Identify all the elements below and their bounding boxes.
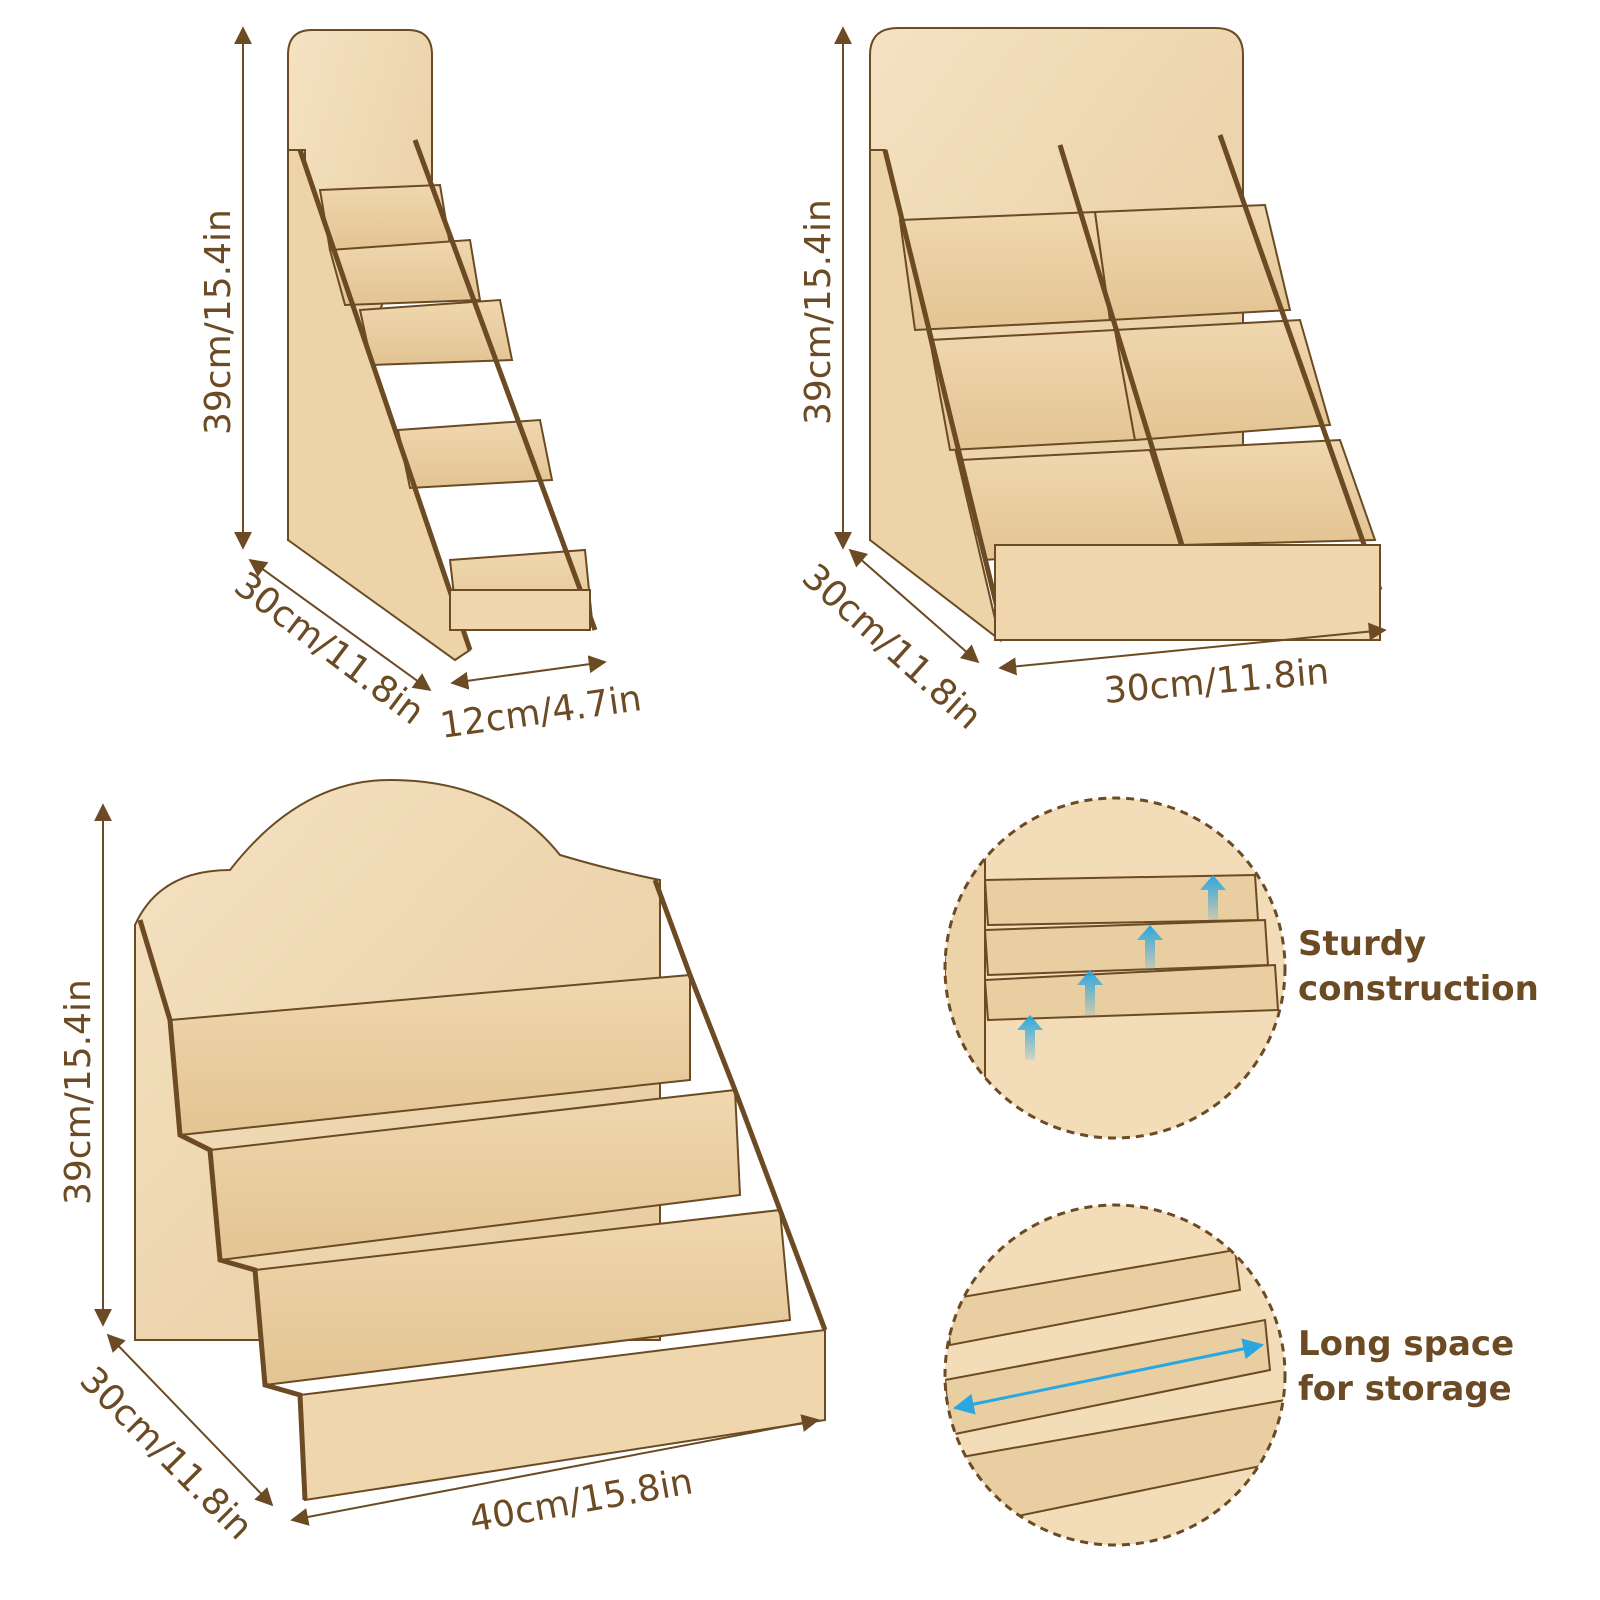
up-arrow-icon <box>1017 875 1226 1060</box>
product-two-column-4-tier <box>869 27 1383 643</box>
dimension-lines <box>94 26 1387 1526</box>
height-label-3: 39cm/15.4in <box>58 979 99 1205</box>
callout-long-space-line1: Long space <box>1298 1324 1514 1364</box>
double-arrow-icon <box>952 1338 1265 1415</box>
height-label-2: 39cm/15.4in <box>798 199 839 425</box>
width-label-3: 40cm/15.8in <box>466 1461 695 1541</box>
callout-sturdy-image <box>945 798 1285 1138</box>
callout-sturdy-line1: Sturdy <box>1298 924 1426 964</box>
callout-long-space-line2: for storage <box>1298 1369 1512 1409</box>
callout-sturdy-line2: construction <box>1298 969 1539 1009</box>
width-label-1: 12cm/4.7in <box>438 678 645 747</box>
product-narrow-5-tier <box>287 29 598 662</box>
depth-label-3: 30cm/11.8in <box>72 1359 261 1548</box>
height-label-1: 39cm/15.4in <box>198 209 239 435</box>
product-wide-4-tier <box>134 778 828 1502</box>
width-label-2: 30cm/11.8in <box>1102 651 1330 712</box>
callout-long-space-image <box>945 1205 1285 1545</box>
